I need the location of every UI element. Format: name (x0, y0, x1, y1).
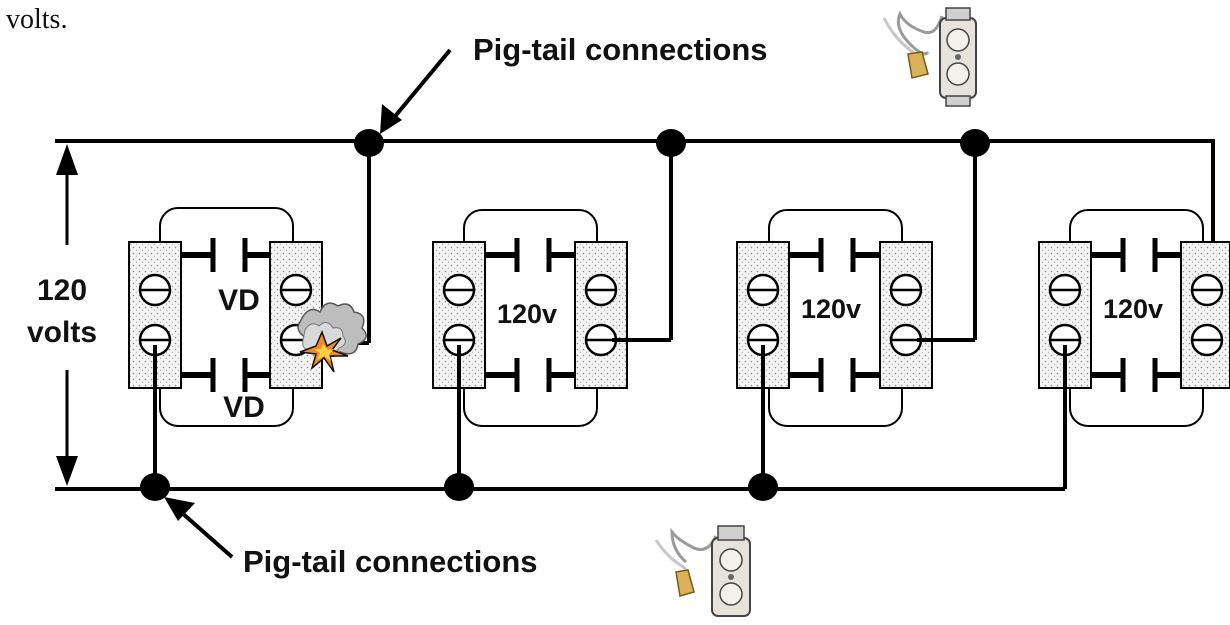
pigtail-callout-top: Pig-tail connections (380, 32, 768, 134)
arrow-icon (385, 48, 452, 128)
pigtail-label-top: Pig-tail connections (473, 32, 768, 67)
caption-fragment: volts. (6, 4, 67, 35)
screw (1048, 323, 1082, 357)
screw (442, 323, 476, 357)
contact-blades-upper (485, 238, 575, 272)
receptacle-3: 120v (736, 141, 977, 489)
pigtail-label-bottom: Pig-tail connections (243, 544, 538, 579)
screw (889, 323, 923, 357)
pigtail-outlet-icon (882, 7, 977, 107)
terminal-strip-right (574, 241, 628, 389)
contact-blades-lower (1091, 358, 1181, 392)
screw (584, 323, 618, 357)
screw (584, 273, 618, 307)
pigtail-outlet-icon (654, 525, 751, 617)
voltage-unit: volts (27, 316, 97, 349)
voltage-drop-label-lower: VD (223, 391, 265, 424)
contact-blades-upper (1091, 238, 1181, 272)
screw (1048, 273, 1082, 307)
voltage-label: 120v (497, 299, 557, 329)
screw (746, 273, 780, 307)
voltage-value: 120 (37, 274, 87, 307)
terminal-strip-right (1180, 241, 1230, 389)
contact-blades-lower (789, 358, 880, 392)
voltage-label: 120v (1103, 294, 1163, 324)
pigtail-junction-node (444, 473, 474, 501)
receptacle-4: 120v (1038, 209, 1230, 489)
screw (279, 273, 313, 307)
pigtail-callout-bottom: Pig-tail connections (164, 497, 538, 579)
receptacle-1: VD VD (128, 141, 371, 489)
screw (442, 273, 476, 307)
arrow-icon (380, 104, 402, 134)
voltage-label: 120v (801, 294, 861, 324)
screw (1190, 273, 1224, 307)
contact-blades-upper (789, 238, 880, 272)
voltage-dimension: 120 volts (27, 144, 97, 486)
terminal-strip-right (879, 241, 933, 389)
spark-icon (297, 302, 367, 373)
pigtail-junction-node (354, 129, 384, 157)
pigtail-junction-node (748, 473, 778, 501)
screw (138, 273, 172, 307)
pigtail-junction-node (140, 473, 170, 501)
pigtail-junction-node (656, 129, 686, 157)
receptacle-2: 120v (432, 141, 673, 489)
screw (889, 273, 923, 307)
contact-blades-upper (181, 238, 270, 272)
screw (1190, 323, 1224, 357)
arrow-icon (164, 497, 195, 521)
pigtail-junction-node (960, 129, 990, 157)
contact-blades-lower (181, 358, 270, 392)
voltage-drop-label-upper: VD (218, 284, 260, 317)
contact-blades-lower (485, 358, 575, 392)
